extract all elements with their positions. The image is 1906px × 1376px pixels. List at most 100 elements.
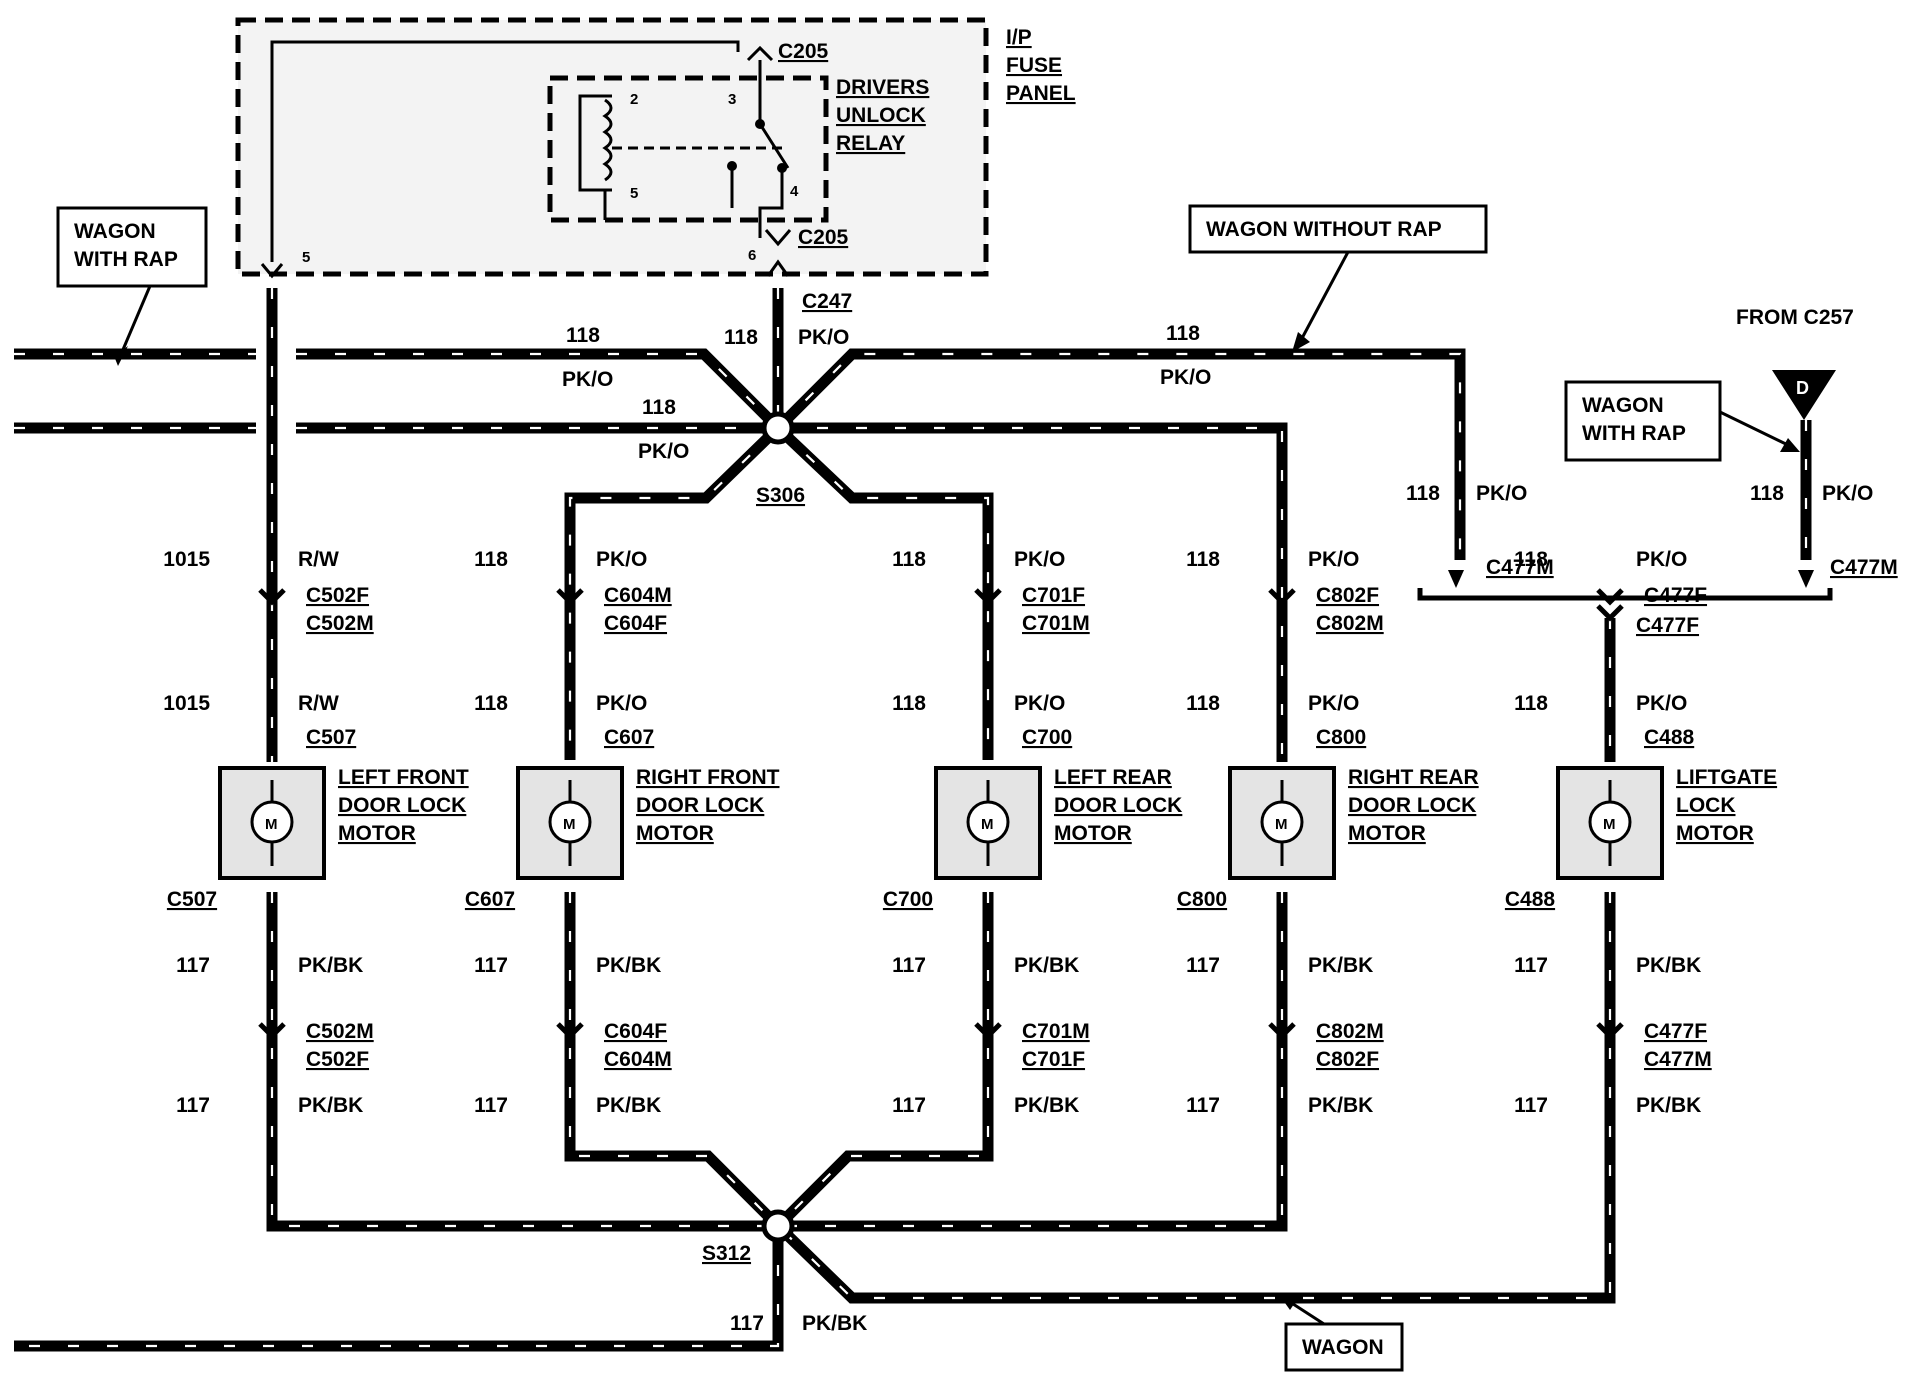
callout-wagon-with-rap-right-line-1: WAGON <box>1582 394 1664 417</box>
wire-s306-to-rr <box>778 422 1288 762</box>
motor-5-color-mid: PK/O <box>1636 692 1687 715</box>
motor-4-color-mid: PK/O <box>1308 692 1359 715</box>
fuse-panel-title-line-2: FUSE <box>1006 54 1062 77</box>
wire-label-117-bottom: 117 <box>730 1312 764 1335</box>
wire-rf-to-s312 <box>564 892 782 1230</box>
motor-3-connector-upper <box>974 588 1002 606</box>
splice-s306 <box>761 411 795 445</box>
splice-s312 <box>761 1209 795 1243</box>
motor-4-name-line-1: RIGHT REAR <box>1348 766 1479 789</box>
relay-contact-3 <box>755 119 765 129</box>
motor-2-circuit-bottom: 117 <box>474 1094 508 1117</box>
motor-2-name-line-3: MOTOR <box>636 822 714 845</box>
motor-4-circuit-top: 118 <box>1186 548 1220 571</box>
wire-label-118-top-left: 118 <box>566 324 600 347</box>
relay-coil-frame <box>578 94 612 192</box>
callout-wagon-with-rap-right-line-2: WITH RAP <box>1582 422 1686 445</box>
wire-label-118-c477m-left: 118 <box>1406 482 1440 505</box>
motor-5-motor-conn: C488 <box>1644 726 1695 749</box>
motor-2-color-bottom: PK/BK <box>596 1094 661 1117</box>
relay-pin-5a: 5 <box>630 185 638 202</box>
motor-1-motor-conn: C507 <box>306 726 356 749</box>
relay-outline <box>547 75 829 223</box>
connector-c247: C247 <box>802 290 852 313</box>
callout-wagon-bottom-leader <box>1289 1300 1325 1326</box>
connector-c477f-symbol <box>1596 604 1624 622</box>
callout-wagon-with-rap-left-line-1: WAGON <box>74 220 156 243</box>
motor-5-circuit-bottom: 117 <box>1514 1094 1548 1117</box>
motor-4-circuit-mid: 118 <box>1186 692 1220 715</box>
callout-wagon-with-rap-left-line-2: WITH RAP <box>74 248 178 271</box>
motor-5-connector-upper <box>1596 588 1624 606</box>
motor-5-color-bottom: PK/BK <box>1636 1094 1701 1117</box>
motor-2-name-line-1: RIGHT FRONT <box>636 766 780 789</box>
wire-label-pko-c477m-left: PK/O <box>1476 482 1527 505</box>
motor-3-conn-low-a: C701M <box>1022 1020 1090 1043</box>
relay-coil <box>602 98 613 182</box>
wire-label-118-lower-left: 118 <box>642 396 676 419</box>
splice-s306-label: S306 <box>756 484 805 507</box>
fuse-pin-6: 6 <box>748 247 756 264</box>
motor-2-motor-conn: C607 <box>604 726 654 749</box>
callout-wagon-with-rap-left-arrow <box>114 346 128 366</box>
motor-5-color-top: PK/O <box>1636 548 1687 571</box>
motor-5-conn-low-b: C477M <box>1644 1048 1712 1071</box>
motor-2-conn-low-a: C604F <box>604 1020 667 1043</box>
motor-1-motor-conn-bottom: C507 <box>167 888 217 911</box>
motor-3-motor-conn-bottom: C700 <box>883 888 933 911</box>
motor-1-conn-top-a: C502F <box>306 584 369 607</box>
wire-label-118-feed: 118 <box>724 326 758 349</box>
fuse-out-center <box>766 259 790 277</box>
motor-3-color-low: PK/BK <box>1014 954 1079 977</box>
wire-upper-to-s306 <box>296 348 782 432</box>
callout-wagon-without-rap-leader <box>1298 251 1350 343</box>
off-page-connector-d <box>1772 370 1836 420</box>
fuse-panel-internal-wire <box>270 40 740 262</box>
from-c257-label: FROM C257 <box>1736 306 1854 329</box>
wire-s312-to-left-outgoing-stripe <box>14 1226 780 1348</box>
fuse-panel-title-line-1: I/P <box>1006 26 1032 49</box>
fuse-out-left <box>260 263 284 279</box>
motor-4-connector-lower <box>1268 1022 1296 1040</box>
motor-2-color-mid: PK/O <box>596 692 647 715</box>
wire-s306-to-rf <box>564 424 782 760</box>
motor-3-circuit-low: 117 <box>892 954 926 977</box>
wire-label-pko-feed: PK/O <box>798 326 849 349</box>
motor-1-color-mid: R/W <box>298 692 339 715</box>
motor-1-connector-upper <box>258 588 286 606</box>
motor-2-circuit-mid: 118 <box>474 692 508 715</box>
wire-label-118-top-right: 118 <box>1166 322 1200 345</box>
relay-title-line-2: UNLOCK <box>836 104 926 127</box>
callout-wagon-bottom-box <box>1284 1322 1404 1372</box>
callout-wagon-with-rap-left-box <box>56 206 208 288</box>
motor-2-circuit-top: 118 <box>474 548 508 571</box>
motor-2-connector-lower <box>556 1022 584 1040</box>
callout-wagon-without-rap-box <box>1188 204 1488 254</box>
wire-s306-to-upper-right <box>774 348 1466 560</box>
relay-contact-4 <box>777 163 787 173</box>
wire-label-118-c477m-right: 118 <box>1750 482 1784 505</box>
motor-1-name-line-2: DOOR LOCK <box>338 794 466 817</box>
motor-1-circuit-low: 117 <box>176 954 210 977</box>
motor-2-conn-top-a: C604M <box>604 584 672 607</box>
motor-1-color-bottom: PK/BK <box>298 1094 363 1117</box>
connector-c477m-right-arrow <box>1798 570 1814 588</box>
motor-3-name-line-1: LEFT REAR <box>1054 766 1172 789</box>
motor-1-circuit-mid: 1015 <box>163 692 210 715</box>
motor-1-connector-lower <box>258 1022 286 1040</box>
motor-1-conn-top-b: C502M <box>306 612 374 635</box>
callout-wagon-with-rap-left-leader <box>120 285 152 353</box>
wire-label-pkbk-bottom: PK/BK <box>802 1312 867 1335</box>
motor-1-color-low: PK/BK <box>298 954 363 977</box>
motor-5-symbol-letter: M <box>1603 816 1616 833</box>
motor-1-conn-low-a: C502M <box>306 1020 374 1043</box>
wire-lr-to-s312 <box>774 892 994 1230</box>
motor-2-color-top: PK/O <box>596 548 647 571</box>
motor-4-circuit-low: 117 <box>1186 954 1220 977</box>
motor-5-name-line-2: LOCK <box>1676 794 1736 817</box>
wire-label-pko-top-left: PK/O <box>562 368 613 391</box>
motor-3-color-top: PK/O <box>1014 548 1065 571</box>
callout-wagon-with-rap-right-box <box>1564 380 1722 462</box>
motor-4-motor-conn-bottom: C800 <box>1177 888 1227 911</box>
